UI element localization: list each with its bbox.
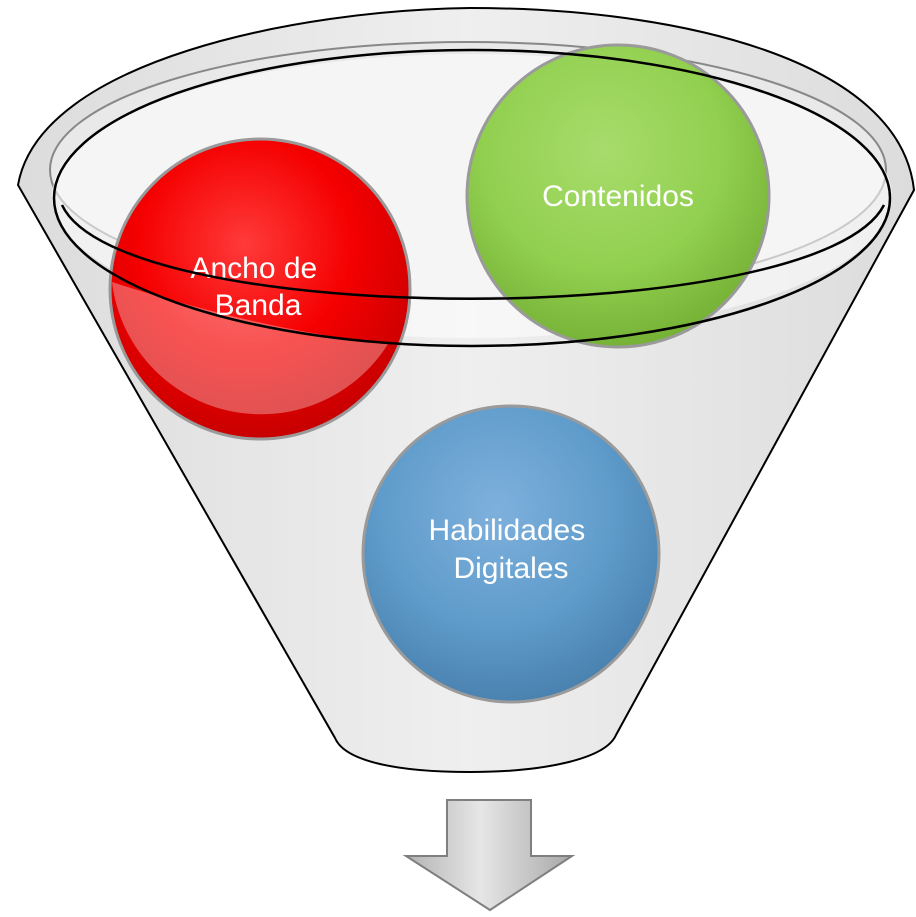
node-label-line: Habilidades: [428, 514, 585, 547]
node-circle-lower-tint: [112, 282, 388, 415]
node-label: Habilidades Digitales: [428, 514, 593, 585]
funnel-rim-front-lower: [60, 204, 886, 300]
node-label-line: Ancho de: [190, 252, 317, 285]
node-label: Ancho de Banda: [190, 252, 325, 322]
node-circle: [108, 137, 412, 441]
node-label: Contenidos: [542, 180, 694, 213]
funnel-rim-front: [52, 48, 892, 348]
node-circle: [361, 404, 661, 704]
node-contenidos: Contenidos: [465, 43, 771, 349]
node-circle: [465, 43, 771, 349]
node-ancho-de-banda: Ancho de Banda: [108, 137, 412, 441]
down-arrow-icon: [402, 799, 576, 912]
node-label-line: Contenidos: [542, 180, 694, 213]
node-label-line: Digitales: [453, 552, 568, 585]
node-habilidades-digitales: Habilidades Digitales: [361, 404, 661, 704]
node-label-line: Banda: [215, 289, 302, 322]
